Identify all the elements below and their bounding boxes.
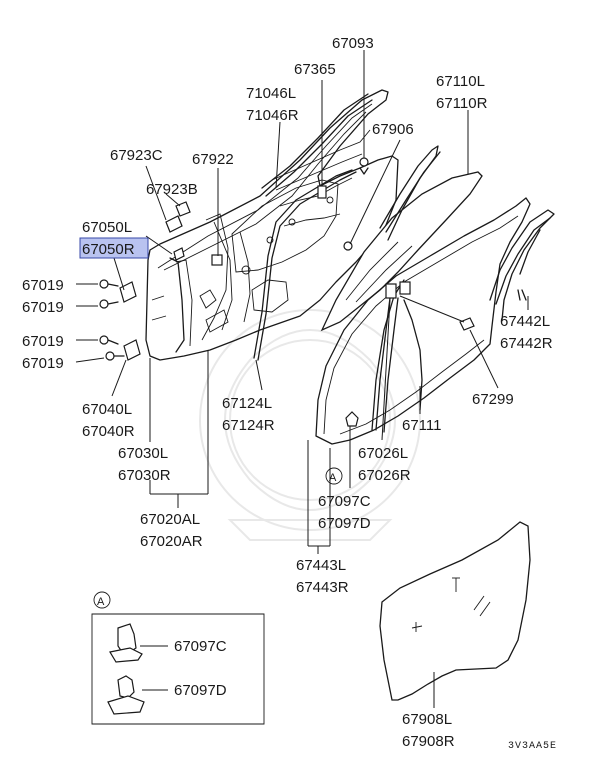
division-bar-67124 [253,169,357,361]
figure-code: 3V3AA5E [508,741,557,752]
screw-67019-c [99,335,119,345]
label-67908L: 67908L [402,711,452,728]
clip-67097 [345,411,359,427]
leader-lines [75,50,529,708]
inset-detail-a [91,613,265,725]
label-67922: 67922 [192,151,234,168]
inset-label-67097D: 67097D [174,682,227,699]
label-67019-a: 67019 [22,277,64,294]
label-67443R: 67443R [296,579,349,596]
garnish-67111 [403,299,423,411]
clip-67050 [173,247,185,261]
clip-67299 [459,317,475,331]
callout-a-inset: A [93,591,111,609]
run-channel-67906 [379,145,441,241]
label-67040R: 67040R [82,423,135,440]
label-67097D: 67097D [318,515,371,532]
label-67365: 67365 [294,61,336,78]
label-67923C: 67923C [110,147,163,164]
clip-67922 [211,254,223,266]
label-67026R: 67026R [358,467,411,484]
part-labels: 67093 67365 71046L 71046R 67110L 67110R … [22,35,557,752]
label-67097C: 67097C [318,493,371,510]
label-67026L: 67026L [358,445,408,462]
label-67030R: 67030R [118,467,171,484]
inset-label-67097C: 67097C [174,638,227,655]
screw-67019-b [99,299,119,309]
label-67050R: 67050R [82,241,135,258]
glass-67908 [379,521,531,701]
screw-67019-a [99,279,119,289]
label-67124R: 67124R [222,417,275,434]
label-67923B: 67923B [146,181,198,198]
weatherstrip-67443 [315,197,531,445]
label-67299: 67299 [472,391,514,408]
label-67040L: 67040L [82,401,132,418]
label-67110L: 67110L [436,73,485,90]
clip-67365 [317,185,327,199]
label-67443L: 67443L [296,557,346,574]
clip-67093 [359,157,369,175]
label-67906: 67906 [372,121,414,138]
label-67020AL: 67020AL [140,511,200,528]
hinge-upper [119,281,137,303]
label-67050L: 67050L [82,219,132,236]
hinge-lower [123,339,141,361]
svg-text:A: A [97,596,105,608]
watermark-logo [199,309,421,541]
door-glass-67110 [320,171,483,332]
label-67020AR: 67020AR [140,533,203,550]
svg-text:A: A [329,472,337,484]
door-panel-shell [145,89,399,361]
window-regulator-67026 [375,281,411,433]
label-67442R: 67442R [500,335,553,352]
weatherstrip-67442 [489,209,555,321]
label-71046L: 71046L [246,85,296,102]
label-67111: 67111 [402,417,442,434]
label-67908R: 67908R [402,733,455,750]
callout-a-main: A [325,467,343,485]
label-71046R: 71046R [246,107,299,124]
label-67019-d: 67019 [22,355,64,372]
highlight-67050R [79,237,149,259]
label-67019-b: 67019 [22,299,64,316]
label-67110R: 67110R [436,95,488,112]
label-67093: 67093 [332,35,374,52]
screw-67019-d [105,351,125,361]
label-67030L: 67030L [118,445,168,462]
label-67442L: 67442L [500,313,550,330]
clip-67923C [165,215,183,233]
label-67124L: 67124L [222,395,272,412]
label-67019-c: 67019 [22,333,64,350]
